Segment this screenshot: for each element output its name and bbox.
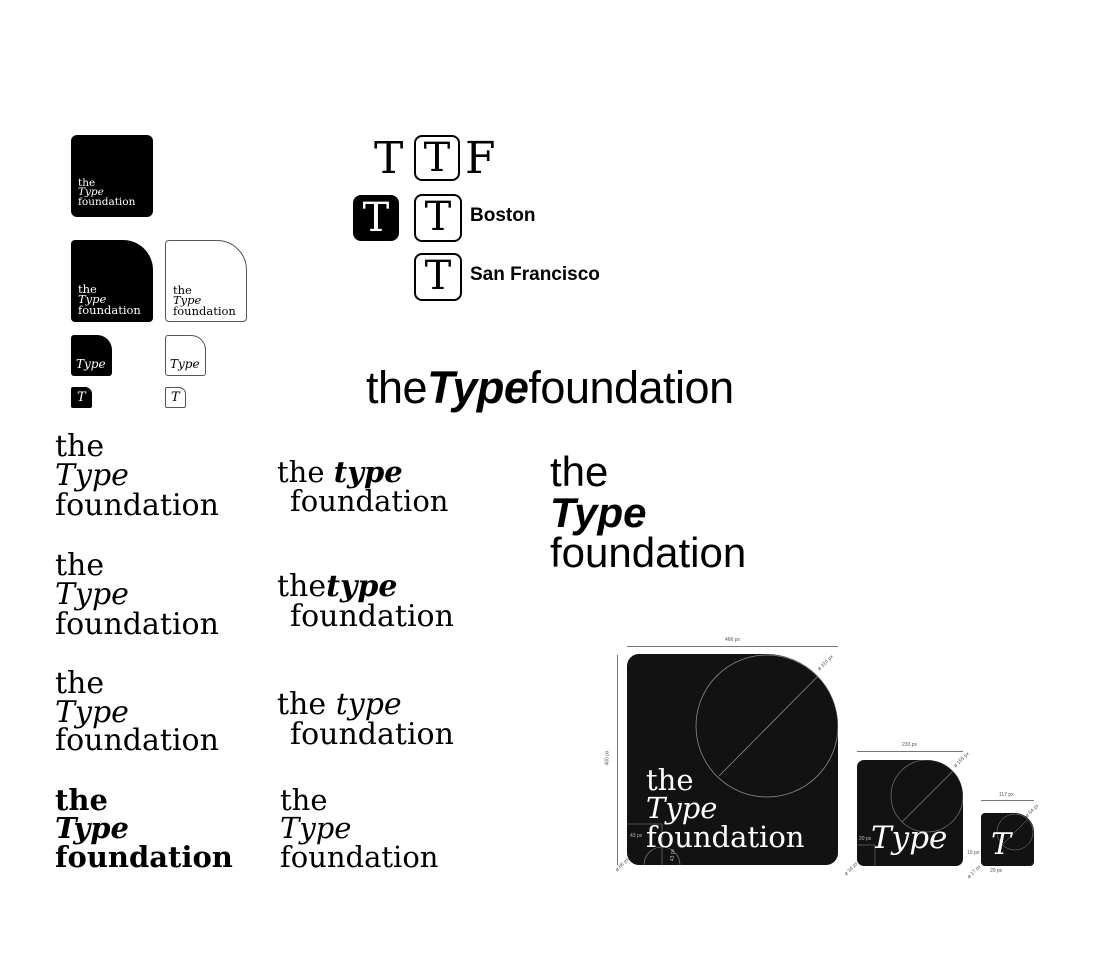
t-glyph: T <box>171 390 180 405</box>
logo-foundation: foundation <box>78 195 136 208</box>
spec-tile-large: the Type foundation 43 px 43 px <box>627 654 838 865</box>
spec-small-b: 20 px <box>990 868 1003 874</box>
type-tile-light: Type <box>165 335 206 376</box>
spec-tile-medium: Type 20 px <box>857 760 963 866</box>
stack-variant-4: the Type foundation <box>55 783 233 874</box>
wordmark-type: Type <box>427 362 529 413</box>
spec-small-t: T <box>991 827 1012 862</box>
logo-tile-rounded-light: the Type foundation <box>165 240 247 322</box>
t-box-outline-sf: T <box>414 253 462 301</box>
wordmark-the: the <box>550 448 609 495</box>
spec-small-width: 117 px <box>999 792 1014 798</box>
spec-large-height: 460 px <box>604 750 611 766</box>
monogram-f: F <box>465 133 496 184</box>
wordmark-horizontal: theTypefoundation <box>366 362 734 414</box>
lower-variant-1: the type foundation <box>277 455 449 518</box>
spec-tile-small: T <box>981 813 1034 866</box>
type-tile-label: Type <box>76 357 106 371</box>
spec-guides-small <box>996 813 1034 851</box>
spec-guides-medium <box>857 760 963 866</box>
logo-type: Type <box>78 186 104 199</box>
lower-variant-3: the type foundation <box>277 687 454 752</box>
city-boston: Boston <box>470 205 536 226</box>
t-box-outline-boston: T <box>414 194 462 242</box>
monogram-t-left: T <box>374 133 404 184</box>
spec-medium-corner: ø 34 px <box>843 860 860 878</box>
wordmark-the: the <box>366 362 428 413</box>
stack-variant-1: the Type foundation <box>55 429 219 523</box>
spec-small-corner: ø 17 px <box>966 863 983 881</box>
spec-guides-large <box>627 654 838 865</box>
logo-foundation: foundation <box>78 302 141 317</box>
logo-foundation: foundation <box>173 303 236 318</box>
logo-the: the <box>173 283 192 297</box>
t-tile-dark: T <box>71 387 92 408</box>
type-tile-dark: Type <box>71 335 112 376</box>
monogram-t-box: T <box>414 135 460 181</box>
spec-small-a: 10 px <box>967 850 980 856</box>
stack-variant-2: the Type foundation <box>55 548 219 642</box>
stack-variant-3: the Type foundation <box>55 666 219 758</box>
logo-the: the <box>78 282 97 296</box>
logo-the: the <box>78 177 96 189</box>
t-tile-light: T <box>165 387 186 408</box>
logo-tile-square: the Type foundation <box>71 135 153 217</box>
logo-type: Type <box>78 292 107 307</box>
stack-variant-5: the Type foundation <box>280 783 439 874</box>
logo-tile-rounded-dark: the Type foundation <box>71 240 153 322</box>
logo-type: Type <box>173 293 202 308</box>
spec-large-width: 466 px <box>725 637 741 643</box>
wordmark-foundation: foundation <box>550 529 747 577</box>
wordmark-type: Type <box>550 488 647 536</box>
wordmark-foundation: foundation <box>528 362 734 413</box>
city-san-francisco: San Francisco <box>470 264 600 285</box>
t-glyph: T <box>77 390 86 405</box>
type-tile-label: Type <box>170 357 200 371</box>
t-box-filled: T <box>353 195 399 241</box>
spec-medium-type: Type <box>871 820 948 856</box>
wordmark-stacked-sans: the Type foundation <box>550 448 747 577</box>
lower-variant-2: thetype foundation <box>277 569 454 634</box>
spec-medium-width: 233 px <box>902 742 918 748</box>
